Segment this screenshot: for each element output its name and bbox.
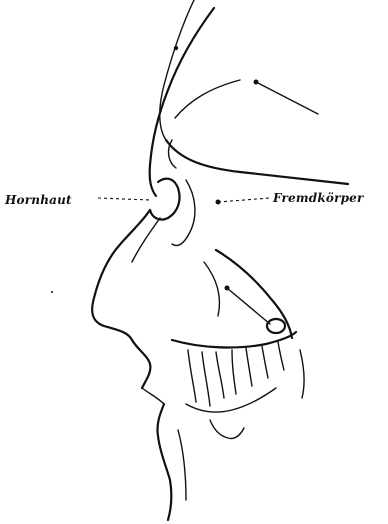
- tooth-3: [216, 352, 224, 398]
- pointer-dot-top: [174, 46, 178, 50]
- round-structure: [267, 319, 285, 333]
- nose-tip: [92, 298, 132, 340]
- tooth-4: [232, 350, 236, 394]
- tooth-5: [246, 348, 252, 386]
- orbit-outline: [166, 140, 348, 184]
- label-hornhaut: Hornhaut: [5, 193, 72, 207]
- neck-line: [178, 430, 186, 500]
- nose-bridge: [94, 210, 150, 298]
- nose-bridge-inner: [132, 218, 160, 262]
- tooth-2: [202, 352, 210, 406]
- tooth-row-base: [186, 388, 276, 412]
- speck: [51, 291, 53, 293]
- pointer-line-cheek: [227, 288, 270, 324]
- leader-line-fremdkoerper: [218, 198, 270, 202]
- tooth-7: [278, 342, 284, 370]
- lower-teeth: [210, 420, 244, 439]
- orbit-upper-curve: [175, 80, 240, 118]
- cornea-outline: [150, 179, 180, 220]
- foreign-body-dot: [216, 200, 221, 205]
- upper-lip: [132, 340, 150, 388]
- tooth-6: [262, 346, 268, 378]
- jaw-back-line: [300, 350, 304, 398]
- pointer-line-forehead: [256, 82, 318, 114]
- label-fremdkoerper: Fremdkörper: [273, 191, 364, 205]
- pointer-dot-cheek: [225, 286, 230, 291]
- mouth-line: [142, 388, 164, 404]
- leader-line-hornhaut: [98, 198, 150, 200]
- maxilla-outline: [172, 332, 296, 347]
- pointer-dot-forehead: [254, 80, 259, 85]
- eyelid-line: [169, 140, 176, 168]
- tooth-1: [188, 350, 196, 402]
- chin-outline: [157, 404, 171, 520]
- cheek-outline: [216, 250, 292, 338]
- forehead-outline: [150, 8, 214, 196]
- cheek-curve: [204, 262, 219, 316]
